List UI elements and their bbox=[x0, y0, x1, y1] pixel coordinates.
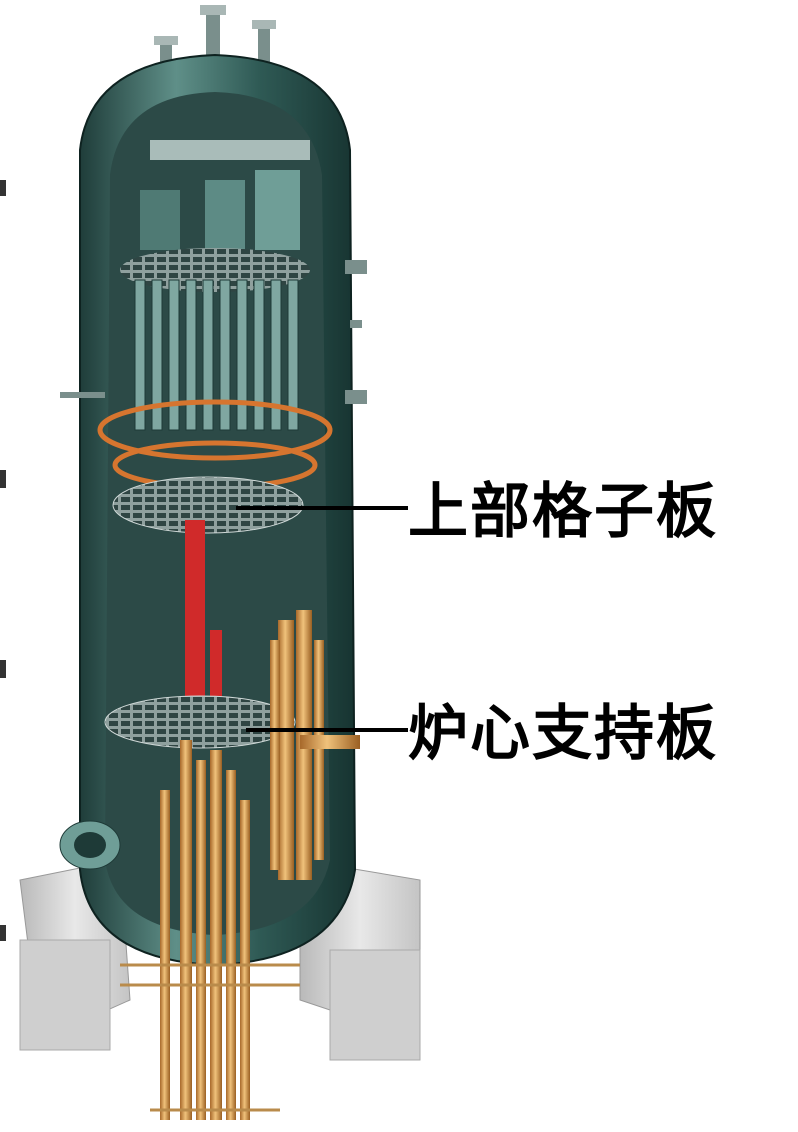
side-nozzles bbox=[60, 260, 367, 404]
core-support-plate-leader-line bbox=[246, 728, 408, 732]
inlet-nozzle bbox=[59, 820, 121, 870]
core-support-plate bbox=[104, 695, 296, 749]
control-rod bbox=[185, 520, 205, 710]
core-support-plate-label: 炉心支持板 bbox=[408, 699, 718, 769]
upper-grid-plate bbox=[112, 476, 304, 534]
upper-grid-plate-label: 上部格子板 bbox=[408, 477, 718, 547]
control-rod bbox=[210, 630, 222, 715]
edge-mark bbox=[0, 180, 6, 196]
bottom-frame bbox=[120, 963, 300, 1112]
edge-mark bbox=[0, 925, 6, 941]
upper-grid-plate-leader-line bbox=[236, 506, 408, 510]
lower-instrument-tubes bbox=[160, 740, 250, 1120]
edge-mark bbox=[0, 470, 6, 488]
fuel-assemblies bbox=[270, 610, 360, 880]
edge-mark bbox=[0, 660, 6, 678]
guide-tubes bbox=[134, 279, 299, 431]
